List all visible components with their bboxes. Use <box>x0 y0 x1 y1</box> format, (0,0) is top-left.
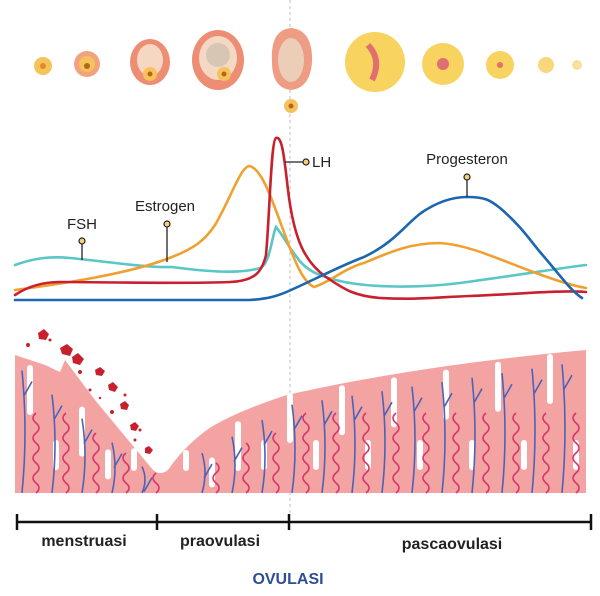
vein <box>531 368 543 494</box>
corpus-luteum-3 <box>486 51 514 79</box>
phase-preovulation: praovulasi <box>180 533 260 550</box>
vein <box>411 386 423 494</box>
spiral-artery <box>302 412 310 494</box>
spiral-artery <box>452 412 460 494</box>
blood-vessels <box>21 364 580 494</box>
vein <box>351 395 363 494</box>
gland <box>209 457 215 488</box>
spiral-artery <box>122 452 130 494</box>
lh-curve <box>13 136 588 300</box>
phase-timeline: menstruasi praovulasi pascaovulasi OVULA… <box>15 514 593 588</box>
lh-label: LH <box>312 154 331 171</box>
spiral-artery <box>242 442 250 494</box>
spiral-artery <box>62 412 70 494</box>
estrogen-label-group: Estrogen <box>135 198 195 262</box>
lh-pin-icon <box>302 158 310 166</box>
spiral-artery <box>272 432 280 494</box>
gland <box>235 421 241 471</box>
progesterone-label-group: Progesteron <box>426 151 508 197</box>
gland <box>339 385 345 436</box>
estrogen-pin-icon <box>163 220 171 228</box>
corpus-albicans-1 <box>538 57 554 73</box>
menstrual-debris <box>26 329 153 454</box>
vein <box>21 370 33 494</box>
gland <box>27 365 33 415</box>
follicle-2 <box>74 51 100 77</box>
fsh-label-group: FSH <box>67 216 97 260</box>
gland <box>521 440 527 470</box>
follicle-1 <box>34 57 52 75</box>
spiral-artery <box>572 412 580 494</box>
phase-postovulation: pascaovulasi <box>402 536 503 553</box>
spiral-artery <box>542 412 550 494</box>
spiral-artery <box>212 462 220 494</box>
spiral-artery <box>482 412 490 494</box>
gland <box>313 440 319 470</box>
spiral-artery <box>92 432 100 494</box>
corpus-luteum-1 <box>345 32 405 92</box>
gland <box>183 449 189 471</box>
vein <box>51 394 63 494</box>
spiral-artery <box>362 412 370 494</box>
spiral-artery <box>392 412 400 494</box>
vein <box>261 419 273 494</box>
spiral-artery <box>512 412 520 494</box>
progesterone-pin-icon <box>463 173 471 181</box>
gland <box>417 440 423 470</box>
spiral-artery <box>152 472 160 494</box>
progesterone-label: Progesteron <box>426 151 508 168</box>
follicle-3 <box>130 39 170 85</box>
gland <box>131 448 137 471</box>
fsh-label: FSH <box>67 216 97 233</box>
endometrium <box>15 329 586 494</box>
fsh-pin-icon <box>78 237 86 245</box>
vein <box>381 391 393 494</box>
spiral-artery <box>332 412 340 494</box>
follicle-4 <box>192 30 244 90</box>
gland <box>105 449 111 480</box>
gland <box>547 354 553 404</box>
vein <box>501 373 513 494</box>
gland <box>391 377 397 428</box>
vein <box>201 452 213 494</box>
follicle-row <box>34 28 582 113</box>
vein <box>291 404 303 494</box>
lh-label-group: LH <box>285 154 331 171</box>
spiral-artery <box>32 412 40 494</box>
fsh-curve <box>13 224 588 288</box>
vein <box>441 382 453 494</box>
vein <box>231 436 243 494</box>
phase-menstruation: menstruasi <box>41 533 126 550</box>
estrogen-curve <box>13 164 588 292</box>
vein <box>111 442 123 494</box>
vein <box>141 466 153 494</box>
vein <box>321 400 333 494</box>
gland <box>469 440 475 470</box>
gland <box>495 361 501 412</box>
vein <box>471 377 483 494</box>
gland <box>79 406 85 457</box>
corpus-albicans-2 <box>572 60 582 70</box>
progesterone-curve <box>13 195 584 302</box>
vein <box>81 418 93 494</box>
vein <box>561 364 573 494</box>
phase-ovulation: OVULASI <box>252 571 323 588</box>
estrogen-label: Estrogen <box>135 198 195 215</box>
corpus-luteum-2 <box>422 43 464 85</box>
hormone-curves <box>13 136 588 302</box>
follicle-rupturing <box>271 28 313 113</box>
spiral-artery <box>422 412 430 494</box>
gland <box>287 393 293 443</box>
